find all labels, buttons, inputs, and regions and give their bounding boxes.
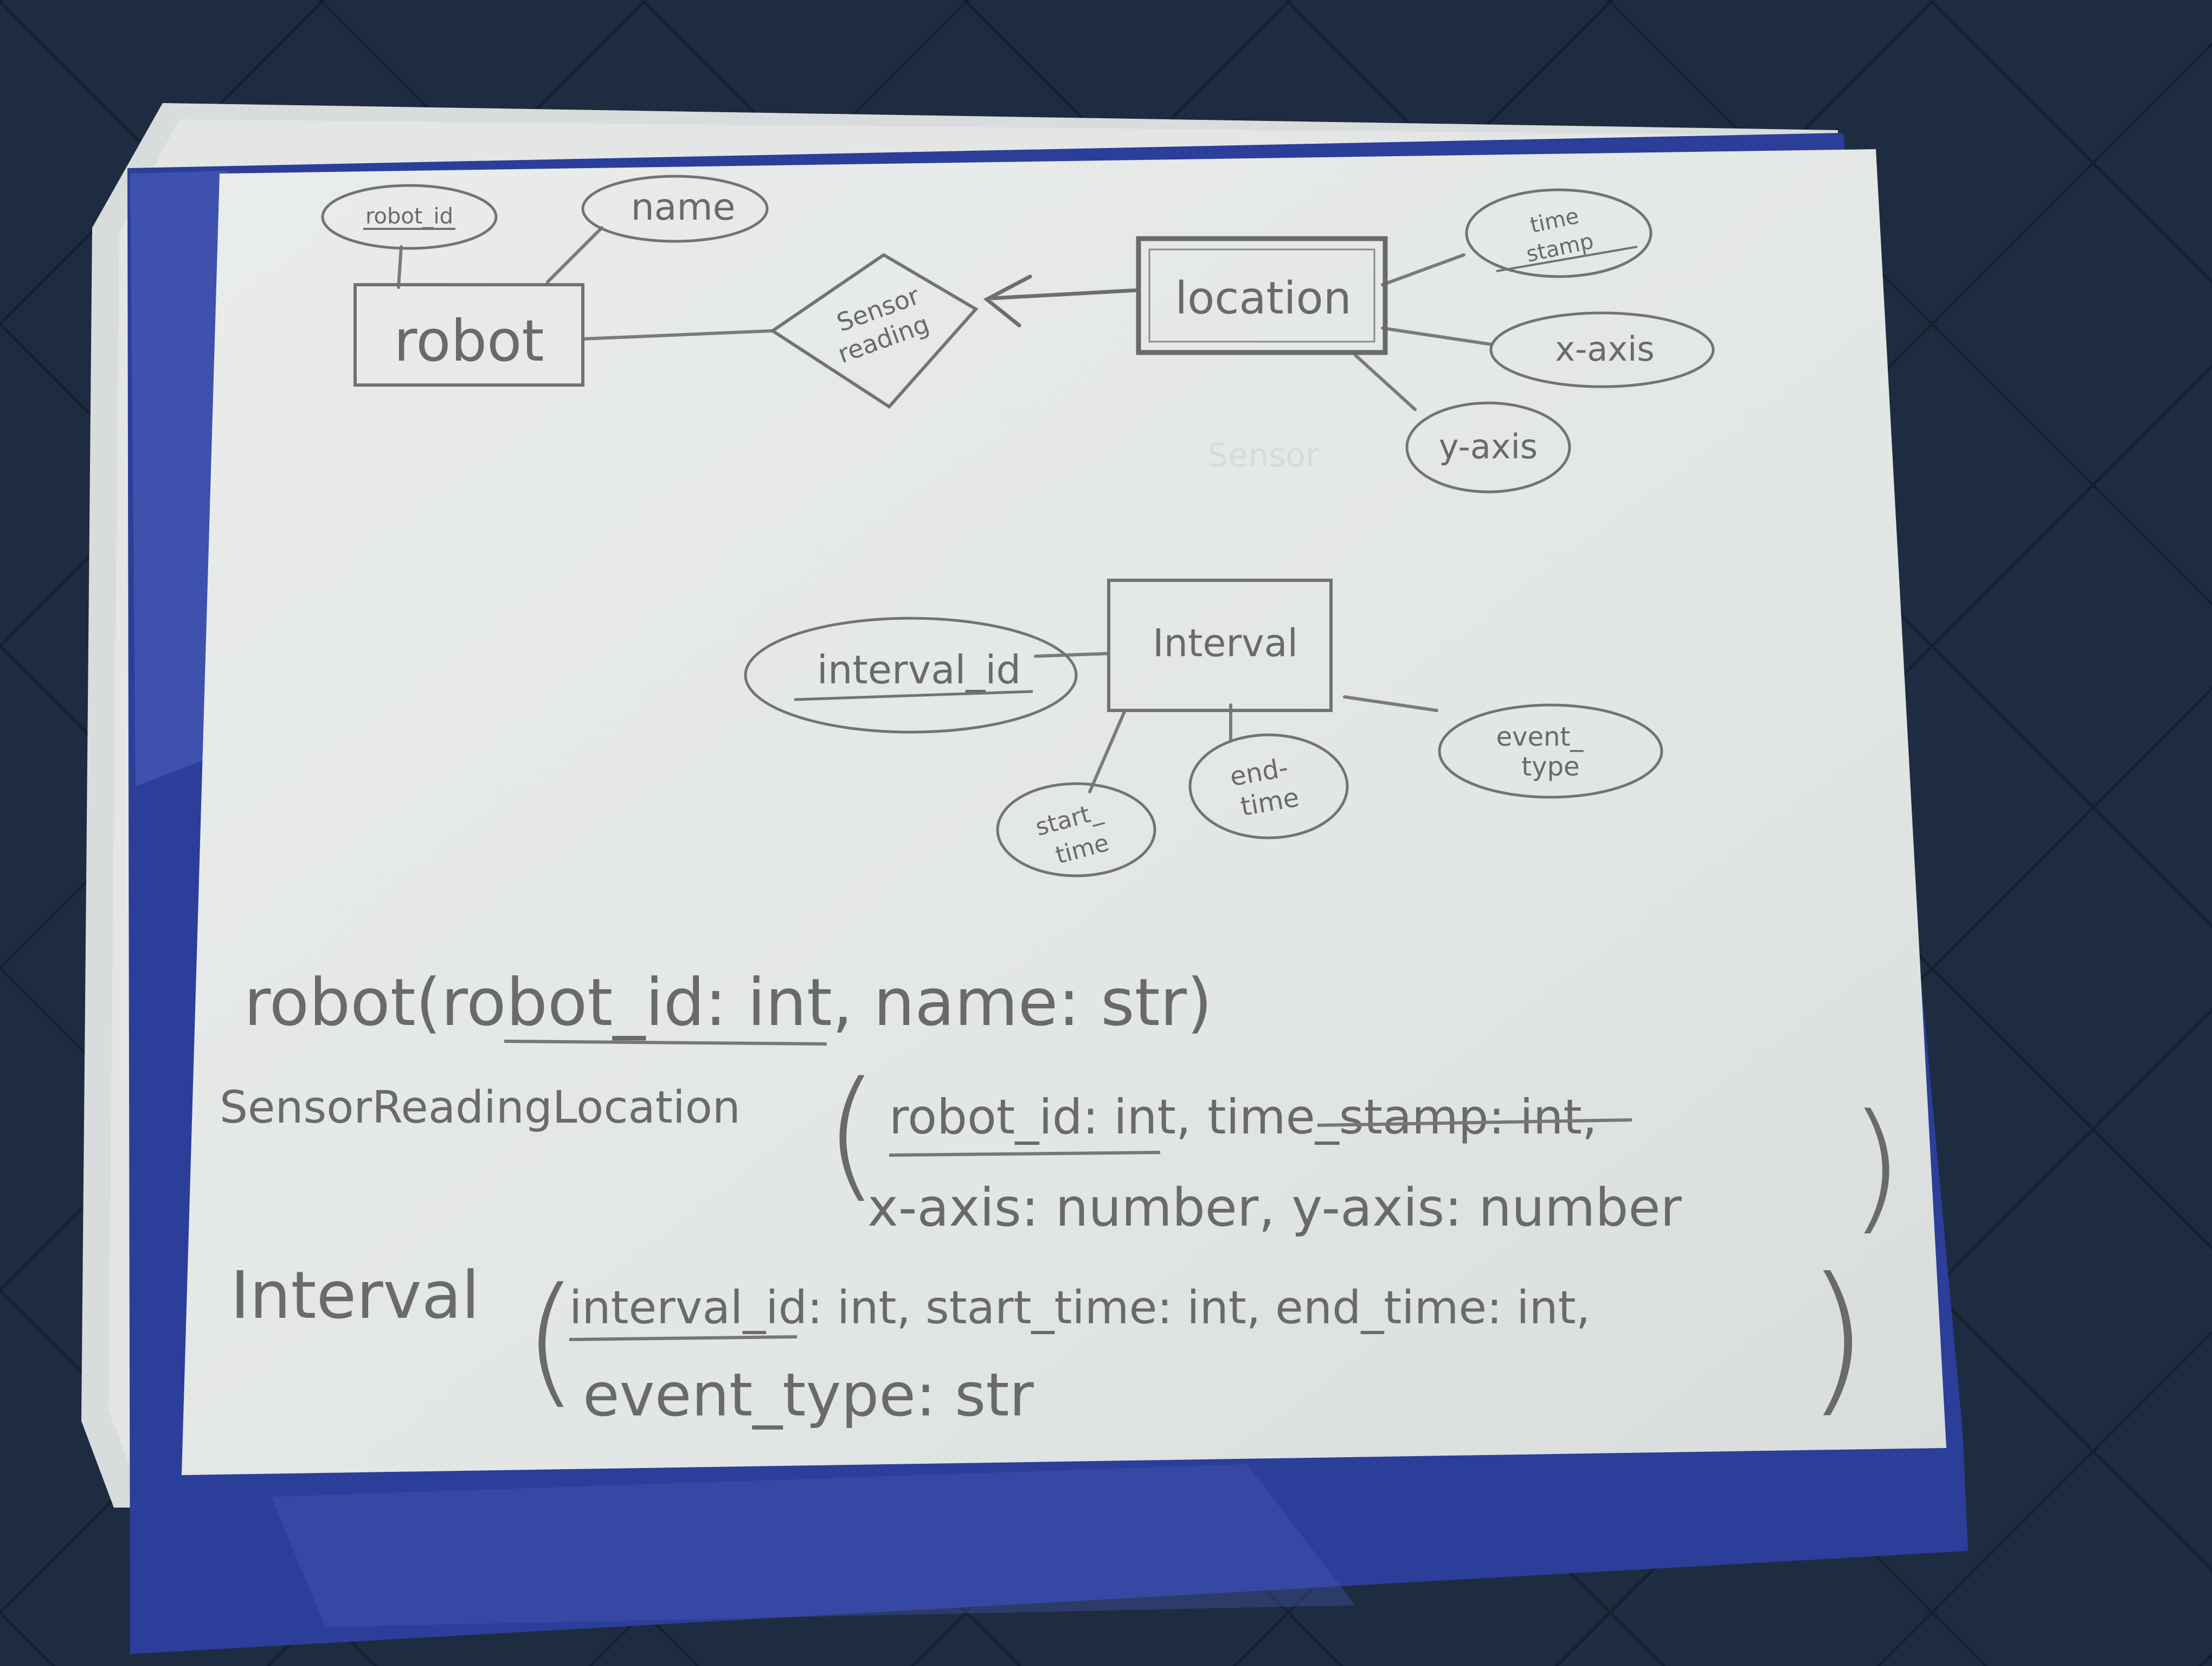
attr-event-type-oval	[1438, 703, 1663, 799]
schema-sensor-key1-underline	[889, 1151, 1161, 1157]
relational-schema: robot(robot_id: int, name: str) SensorRe…	[220, 965, 1904, 1432]
paper-sheet	[182, 149, 1946, 1475]
connector-location-y-axis	[1354, 354, 1417, 411]
connector-location-time-stamp	[1381, 253, 1465, 286]
relationship-arrow-head	[983, 274, 1032, 328]
relationship-sensor-reading-diamond	[769, 253, 979, 409]
schema-robot-rest: : int, name: str	[705, 965, 1187, 1041]
schema-sensor-key1: robot_id	[889, 1089, 1083, 1145]
entity-location-box-inner	[1148, 248, 1375, 343]
schema-sensor-key2-underline	[1317, 1118, 1632, 1127]
schema-sensor-line1: robot_id: int,time_stamp: int,	[889, 1089, 1597, 1145]
connector-robot-id	[397, 245, 403, 289]
faint-erased-label: Sensor	[1207, 437, 1319, 475]
schema-sensor-mid2: : int,	[1489, 1089, 1597, 1145]
schema-robot-close-paren: )	[1187, 965, 1212, 1041]
schema-robot-line: robot(robot_id: int, name: str)	[244, 965, 1212, 1041]
attr-name-oval	[581, 175, 769, 243]
entity-robot-box	[353, 283, 584, 387]
schema-interval-key-underline	[569, 1335, 798, 1341]
connector-event-type	[1343, 695, 1438, 712]
connector-location-x-axis	[1381, 326, 1493, 346]
entity-location-label: location	[1175, 273, 1351, 324]
schema-interval-name: Interval	[230, 1258, 480, 1334]
attr-x-axis-label: x-axis	[1555, 329, 1654, 369]
schema-robot-key-underline	[504, 1040, 827, 1046]
schema-robot-name: robot	[244, 965, 416, 1041]
schema-interval-line1: interval_id: int, start_time: int, end_t…	[569, 1281, 1590, 1334]
attr-start-time-oval	[996, 782, 1156, 877]
blue-folder-highlight	[130, 171, 228, 786]
blue-folder-highlight	[271, 1464, 1355, 1627]
schema-interval-key: interval_id	[569, 1281, 807, 1334]
attr-event-type-label-line2: type	[1521, 752, 1579, 782]
entity-interval-box	[1107, 579, 1333, 712]
connector-name	[546, 226, 603, 284]
connector-start-time	[1088, 709, 1127, 793]
entity-location-box	[1136, 236, 1388, 355]
entity-robot-label: robot	[394, 308, 544, 374]
attr-robot-id-label: robot_id	[365, 204, 453, 229]
schema-interval-rest: : int, start_time: int, end_time: int,	[807, 1281, 1591, 1334]
attr-end-time-oval	[1188, 733, 1349, 840]
schema-interval-open-paren: (	[523, 1258, 578, 1422]
schema-robot-open-paren: (	[416, 965, 441, 1041]
schema-sensor-mid1: : int,	[1083, 1089, 1191, 1145]
attr-time-stamp-underline	[1496, 246, 1638, 272]
schema-sensor-key2: time_stamp	[1207, 1089, 1489, 1145]
attr-x-axis-oval	[1489, 311, 1715, 388]
attr-interval-id-label: interval_id	[817, 647, 1021, 693]
attr-interval-id-oval	[744, 617, 1078, 734]
attr-name-label: name	[631, 186, 736, 229]
er-diagram: robot Sensor reading location robot_id n…	[321, 175, 1715, 877]
schema-sensor-name: SensorReadingLocation	[220, 1082, 741, 1133]
attr-robot-id-oval	[321, 184, 498, 250]
attr-interval-id-underline	[794, 690, 1033, 701]
relationship-arrow-shaft	[990, 288, 1141, 300]
attr-y-axis-oval	[1405, 401, 1571, 494]
schema-sensor-close-paren: )	[1849, 1085, 1904, 1248]
attr-y-axis-label: y-axis	[1439, 427, 1538, 466]
schema-sensor-line2: x-axis: number, y-axis: number	[867, 1177, 1682, 1238]
connector-robot-relationship	[581, 329, 774, 341]
attr-event-type-label-line1: event_	[1496, 722, 1584, 752]
entity-interval-label: Interval	[1153, 621, 1298, 665]
schema-sensor-open-paren: (	[824, 1052, 879, 1216]
schema-interval-line2: event_type: str	[583, 1360, 1034, 1430]
schema-robot-key: robot_id	[441, 965, 705, 1041]
connector-interval-id	[1034, 652, 1110, 658]
attr-time-stamp-oval	[1465, 188, 1652, 278]
schema-interval-close-paren: )	[1805, 1243, 1869, 1432]
